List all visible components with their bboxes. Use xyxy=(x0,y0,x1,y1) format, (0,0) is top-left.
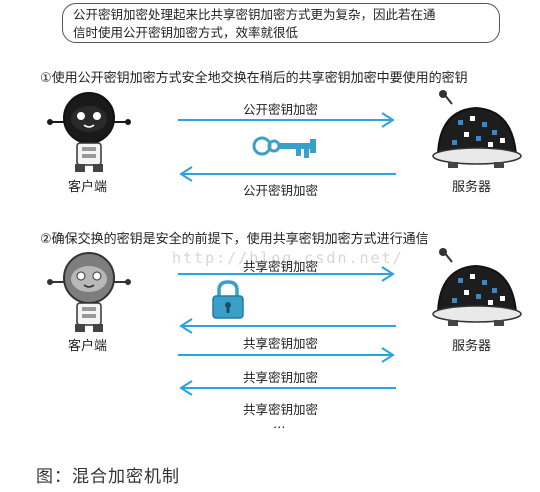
arrow-label-2b: 共享密钥加密 xyxy=(243,336,319,351)
arrow-to-server-1 xyxy=(178,112,395,128)
arrow-to-server-2c xyxy=(178,347,395,363)
arrow-label-2a: 共享密钥加密 xyxy=(243,259,319,274)
server-label-1: 服务器 xyxy=(452,180,492,195)
server-label-2: 服务器 xyxy=(452,339,492,354)
server-robot-icon xyxy=(432,248,522,326)
figure-caption: 图：混合加密机制 xyxy=(36,467,180,487)
arrow-to-client-2d xyxy=(179,380,396,396)
arrow-to-client-2 xyxy=(179,318,396,334)
note-line-1: 公开密钥加密处理起来比共享密钥加密方式更为复杂，因此若在通 xyxy=(73,7,436,22)
server-robot-icon xyxy=(432,90,522,168)
step-2-text: ②确保交换的密钥是安全的前提下，使用共享密钥加密方式进行通信 xyxy=(40,232,429,247)
arrow-to-server-2a xyxy=(178,266,395,282)
arrow-label-2d: 共享密钥加密 xyxy=(243,402,319,417)
arrow-to-client-1 xyxy=(179,166,396,182)
arrow-label-1-top: 公开密钥加密 xyxy=(243,102,319,117)
key-icon xyxy=(252,136,316,158)
robot-client-icon xyxy=(47,92,131,172)
client-label-2: 客户端 xyxy=(68,339,108,354)
arrow-label-2c: 共享密钥加密 xyxy=(243,370,319,385)
ellipsis: … xyxy=(273,416,286,431)
note-line-2: 信时使用公开密钥加密方式，效率就很低 xyxy=(73,25,299,40)
client-label-1: 客户端 xyxy=(68,180,108,195)
watermark-text: http://blog.csdn.net/ xyxy=(172,249,404,267)
lock-icon xyxy=(212,280,244,319)
arrow-label-1-bottom: 公开密钥加密 xyxy=(243,183,319,198)
note-callout: 公开密钥加密处理起来比共享密钥加密方式更为复杂，因此若在通 信时使用公开密钥加密… xyxy=(62,3,500,43)
robot-client-icon xyxy=(47,252,131,332)
step-1-text: ①使用公开密钥加密方式安全地交换在稍后的共享密钥加密中要使用的密钥 xyxy=(40,71,468,86)
